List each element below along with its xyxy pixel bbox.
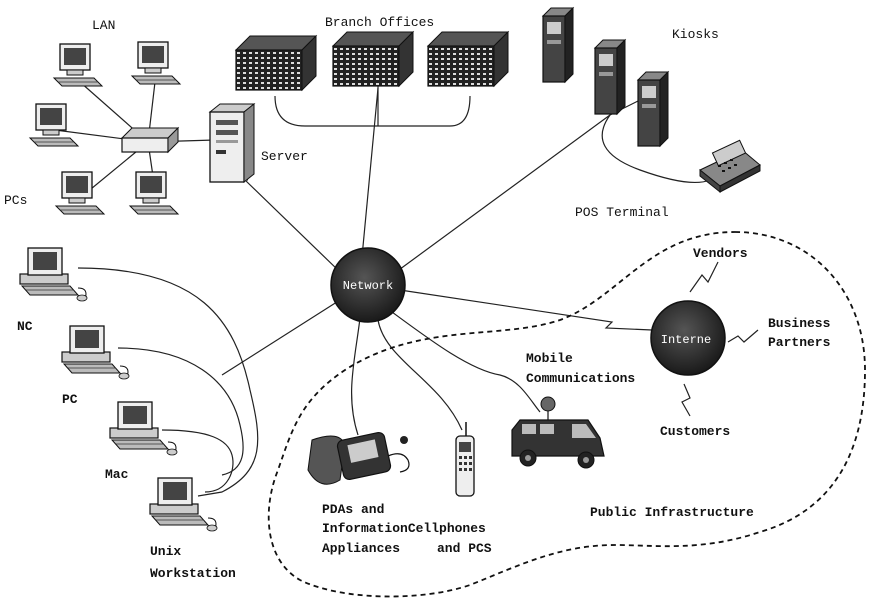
internet-globe-icon — [650, 300, 726, 376]
link-network-branch — [359, 87, 379, 279]
workstation-label: Workstation — [150, 566, 236, 581]
partners-label: Partners — [768, 335, 831, 350]
link-network-kiosks — [391, 114, 611, 276]
labels: LAN Branch Offices Kiosks Server PCs POS… — [4, 15, 831, 581]
pc-label: PC — [62, 392, 78, 407]
pcs-label: PCs — [4, 193, 27, 208]
pc-workstation-icon — [61, 325, 130, 380]
unix-label: Unix — [150, 544, 181, 559]
link-network-workstations — [221, 299, 341, 376]
lan-group — [29, 41, 181, 215]
mobile-van-icon — [511, 396, 605, 469]
link-branch-bus — [274, 95, 471, 127]
link-vendors — [689, 261, 719, 293]
lan-label: LAN — [92, 18, 115, 33]
kiosks-label: Kiosks — [672, 27, 719, 42]
and-pcs-label: and PCS — [437, 541, 492, 556]
link-network-internet — [399, 289, 653, 331]
kiosk-icon — [594, 39, 626, 115]
network-label: Network — [343, 279, 393, 293]
building-icon — [332, 31, 414, 87]
pda-icon — [307, 431, 410, 485]
internet-label: Interne — [661, 333, 711, 347]
server-label: Server — [261, 149, 308, 164]
nc-label: NC — [17, 319, 33, 334]
pc-icon — [53, 43, 103, 87]
pos-terminal-label: POS Terminal — [575, 205, 669, 220]
mobile-label: Mobile — [526, 351, 573, 366]
link-customers — [681, 383, 691, 417]
business-label: Business — [768, 316, 831, 331]
pc-icon — [129, 171, 179, 215]
kiosks — [542, 7, 669, 147]
link-pda — [350, 317, 361, 436]
hub-icon — [121, 137, 169, 153]
link-pc — [117, 347, 244, 476]
nc-icon — [19, 247, 88, 302]
cellphone-icon — [455, 422, 475, 497]
mac-icon — [109, 401, 178, 456]
pdas-and-label: PDAs and — [322, 502, 384, 517]
branch-offices-label: Branch Offices — [325, 15, 434, 30]
vendors-label: Vendors — [693, 246, 748, 261]
link-cellphone — [377, 319, 463, 431]
customers-label: Customers — [660, 424, 730, 439]
appliances-label: Appliances — [322, 541, 400, 556]
communications-label: Communications — [526, 371, 635, 386]
building-icon — [427, 31, 509, 87]
workstations — [19, 247, 218, 532]
public-infrastructure-label: Public Infrastructure — [590, 505, 754, 520]
network-node: Network — [330, 247, 406, 323]
link-kiosks-pos — [601, 114, 711, 184]
internet-node: Interne — [650, 300, 726, 376]
server-icon — [208, 102, 256, 184]
building-icon — [235, 35, 317, 91]
kiosk-icon — [637, 71, 669, 147]
network-globe-icon — [330, 247, 406, 323]
pc-icon — [55, 171, 105, 215]
unix-workstation-icon — [149, 477, 218, 532]
pc-icon — [131, 41, 181, 85]
link-network-server — [244, 179, 341, 273]
branch-offices — [235, 31, 509, 91]
link-mobile-comm — [391, 311, 541, 413]
link-mac — [161, 429, 234, 493]
link-nc — [77, 267, 259, 497]
information-cellphones-label: InformationCellphones — [322, 521, 486, 536]
kiosk-icon — [542, 7, 574, 83]
public-infrastructure-boundary — [267, 231, 866, 598]
link-partners — [727, 329, 759, 343]
pos-terminal-icon — [699, 139, 761, 194]
mac-label: Mac — [105, 467, 129, 482]
pc-icon — [29, 103, 79, 147]
